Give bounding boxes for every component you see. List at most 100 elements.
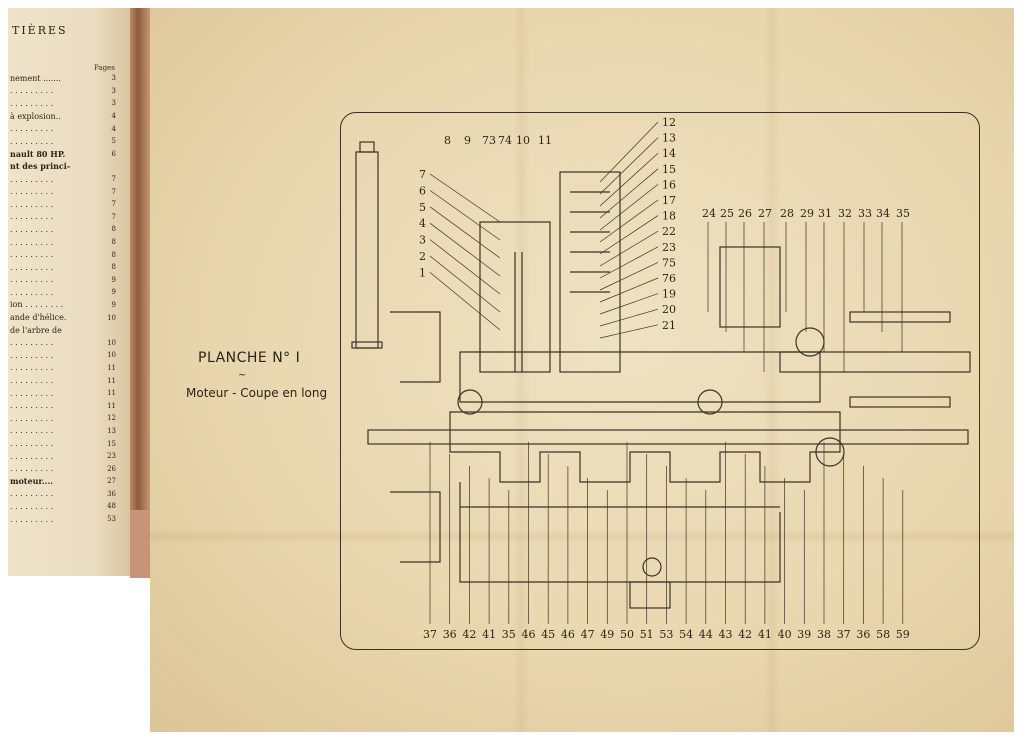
index-row-title: . . . . . . . . . [10,212,54,222]
callout-number: 29 [800,207,814,220]
index-row: . . . . . . . . . 3 [10,85,128,98]
index-row: . . . . . . . . .7 [10,211,128,224]
leader-line [599,215,659,255]
index-row: . . . . . . . . .3 [10,97,128,110]
index-row: de l'arbre de [10,324,128,337]
index-row-title: nault 80 HP. [10,148,66,159]
leader-line [599,262,659,291]
index-row-page: 8 [111,250,116,259]
index-row-page: 7 [111,187,116,196]
index-row-title: . . . . . . . . . [10,401,54,411]
callout-number: 19 [662,288,676,301]
index-row-page: 11 [107,401,116,410]
index-row-page: 3 [111,99,116,108]
callout-number: 51 [640,628,654,641]
index-row: nt des princi- [10,160,128,173]
callout-number: 45 [541,628,555,641]
callout-number: 46 [561,628,575,641]
index-row: ion . . . . . . . .9 [10,299,128,312]
callout-number: 4 [419,217,426,230]
index-row: . . . . . . . . . 53 [10,513,128,526]
callout-number: 15 [662,163,676,176]
index-heading: TIÈRES [12,24,68,37]
callout-number: 42 [462,628,476,641]
index-row: . . . . . . . . .11 [10,362,128,375]
callout-number: 3 [419,234,426,247]
callout-number: 50 [620,628,634,641]
index-list: nement ....... 3 . . . . . . . . . 3 . . . .… [10,72,128,525]
leader-line [599,230,659,267]
index-pages-label: Pages [94,64,115,72]
leader-line [429,222,501,277]
plate-title: PLANCHE N° I [198,350,301,366]
index-row-title: . . . . . . . . . [10,136,54,146]
index-row-title: nement ....... [10,73,61,83]
index-row-page: 7 [111,200,116,209]
callout-number: 24 [702,207,716,220]
index-row-page: 8 [111,238,116,247]
index-row-title: . . . . . . . . . [10,451,54,461]
leader-line [429,272,501,331]
index-row-title: . . . . . . . . . [10,426,54,436]
gauge-tube [355,151,379,349]
leader-line [599,246,659,279]
callout-number: 21 [662,319,676,332]
index-row: . . . . . . . . .4 [10,122,128,135]
index-row-title: ion . . . . . . . . [10,300,64,310]
callout-number: 36 [856,628,870,641]
index-row: . . . . . . . . .11 [10,387,128,400]
crankcase [449,411,841,483]
index-row-title: . . . . . . . . . [10,250,54,260]
leader-line [599,293,659,315]
index-row-page: 11 [107,376,116,385]
drawing-frame [340,112,980,650]
callout-number: 12 [662,116,676,129]
leader-line [599,308,659,327]
callout-number: 47 [581,628,595,641]
index-row-title: . . . . . . . . . [10,514,54,524]
plate-ornament: ~ [238,370,247,381]
callout-number: 23 [662,241,676,254]
index-row: . . . . . . . . . 8 [10,248,128,261]
index-row: . . . . . . . . .9 [10,286,128,299]
callout-number: 18 [662,210,676,223]
callout-number: 25 [720,207,734,220]
index-row: . . . . . . . . . 11 [10,399,128,412]
callout-number: 22 [662,225,676,238]
callout-number: 35 [896,207,910,220]
leader-line [599,121,659,183]
callout-number: 41 [758,628,772,641]
leader-line [599,199,659,243]
index-row-page: 10 [107,351,116,360]
callout-number: 75 [662,256,676,269]
index-row-title: . . . . . . . . . [10,86,54,96]
index-row: . . . . . . . . .12 [10,412,128,425]
index-row-page: 7 [111,175,116,184]
callout-number: 20 [662,303,676,316]
leader-line [599,137,659,195]
index-row-title: . . . . . . . . . [10,287,54,297]
callout-number: 37 [837,628,851,641]
index-row: . . . . . . . . .7 [10,198,128,211]
index-row-page: 3 [111,86,116,95]
callout-number: 16 [662,178,676,191]
index-row: . . . . . . . . .8 [10,261,128,274]
callout-number: 28 [780,207,794,220]
index-row-title: . . . . . . . . . [10,275,54,285]
leader-line [599,168,659,219]
index-row-title: ande d'hélice. [10,313,67,323]
index-row-title: . . . . . . . . . [10,376,54,386]
leader-line [429,173,501,223]
index-row-title: . . . . . . . . . [10,413,54,423]
index-row-page: 27 [107,477,116,486]
callout-number: 74 [498,134,512,147]
index-row-page: 53 [107,515,116,524]
index-row: . . . . . . . . .7 [10,173,128,186]
callout-number: 2 [419,250,426,263]
index-row-page: 8 [111,225,116,234]
index-row: . . . . . . . . .26 [10,462,128,475]
index-row-page: 9 [111,275,116,284]
index-row: . . . . . . . . .10 [10,336,128,349]
callout-number: 26 [738,207,752,220]
callout-number: 35 [502,628,516,641]
